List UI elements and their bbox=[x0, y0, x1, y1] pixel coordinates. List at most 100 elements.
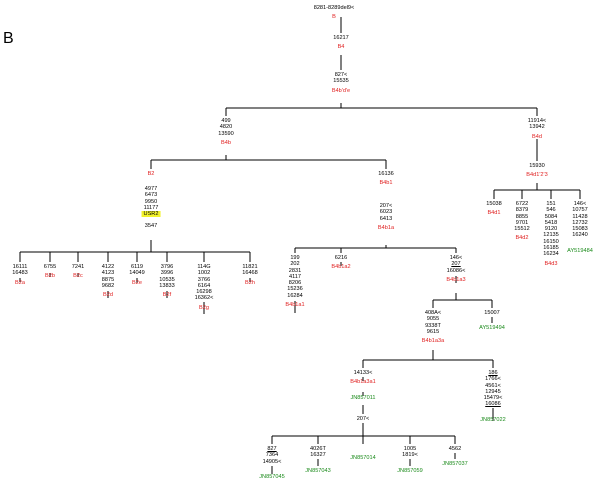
haplogroup-label: B4b1a3 bbox=[446, 276, 466, 283]
mutation-label: 11914< bbox=[527, 118, 547, 124]
accession-label: JN857011 bbox=[350, 394, 376, 401]
mutation-label: 207 bbox=[451, 261, 461, 268]
mutation-label: 13833 bbox=[159, 282, 175, 289]
mutation-label: 15083 bbox=[572, 226, 588, 233]
mutation-label: 15007 bbox=[484, 310, 500, 316]
accession-label: JN857043 bbox=[305, 467, 331, 474]
mutation-label: 4117 bbox=[288, 273, 302, 280]
mutation-label: 16185 bbox=[543, 245, 559, 252]
mutation-label: 11821 bbox=[242, 264, 258, 270]
accession-label: JN857059 bbox=[397, 467, 423, 474]
tree-node-b2: B2 bbox=[148, 171, 155, 177]
mutation-label: 10535 bbox=[159, 276, 175, 283]
mutation-label: 11428 bbox=[572, 213, 588, 220]
mutation-label: 546 bbox=[546, 207, 556, 214]
haplogroup-label: B4b1a3a1 bbox=[350, 379, 376, 386]
mutation-label: 4820 bbox=[219, 124, 233, 131]
mutation-label: 5084 bbox=[544, 213, 558, 220]
mutation-label: 4122 bbox=[101, 264, 115, 270]
mutation-label: 16086 bbox=[485, 401, 501, 408]
mutation-label: 4026T bbox=[310, 446, 326, 452]
mutation-label: 15479< bbox=[483, 395, 503, 402]
mutation-label: 8875 bbox=[101, 276, 115, 283]
mutation-label: 13590 bbox=[218, 130, 234, 137]
haplogroup-label: B2f bbox=[162, 292, 172, 299]
mutation-label: 16217 bbox=[333, 35, 349, 41]
haplogroup-label: B2g bbox=[199, 304, 209, 311]
mutation-label: 12732 bbox=[572, 219, 588, 226]
mutation-label: 8379 bbox=[515, 207, 529, 214]
mutation-label: 6023 bbox=[379, 209, 393, 216]
haplogroup-label: B4b1a2 bbox=[331, 264, 351, 271]
mutation-label: 16086< bbox=[446, 267, 466, 274]
haplogroup-label: B2a bbox=[15, 279, 25, 286]
accession-label: JN857045 bbox=[259, 473, 285, 480]
haplogroup-label: B4d1 bbox=[487, 210, 501, 217]
tree-node-jn14: JN857014 bbox=[350, 446, 376, 461]
mutation-label: 11177 bbox=[143, 204, 159, 211]
accession-label: AY519494 bbox=[479, 325, 505, 332]
mutation-label: 16240 bbox=[572, 232, 588, 239]
mutation-label: 3766 bbox=[197, 276, 211, 283]
mutation-label: 1819< bbox=[402, 452, 418, 459]
tree-node-n207: 207< bbox=[357, 416, 370, 422]
mutation-label: 3796 bbox=[160, 264, 174, 270]
accession-label: JN857022 bbox=[480, 416, 506, 423]
mutation-label: 6119 bbox=[130, 264, 144, 270]
mutation-label: 499 bbox=[221, 118, 231, 124]
mutation-label: 16136 bbox=[378, 171, 394, 177]
mutation-label: 146< bbox=[573, 201, 587, 207]
mutation-label: 16483 bbox=[12, 270, 28, 277]
haplogroup-label: B4d bbox=[532, 133, 542, 140]
mutation-label: 16150 bbox=[543, 238, 559, 245]
haplogroup-label: B4d2 bbox=[515, 235, 529, 242]
haplogroup-label: B4d3 bbox=[544, 260, 558, 267]
highlight-label: USR2 bbox=[141, 211, 161, 218]
mutation-label: 15512 bbox=[514, 226, 530, 233]
mutation-label: 12945 bbox=[485, 388, 501, 395]
mutation-label: 8855 bbox=[515, 213, 529, 220]
panel-letter: B bbox=[3, 30, 14, 47]
haplogroup-label: B4b1a bbox=[377, 224, 395, 231]
mutation-label: 4562 bbox=[448, 446, 462, 452]
haplogroup-label: B2d bbox=[103, 292, 113, 299]
mutation-label: 1766< bbox=[485, 376, 501, 383]
tree-node-root: 8281-8289del9< B bbox=[314, 5, 355, 21]
haplogroup-label: B4 bbox=[337, 44, 345, 51]
mutation-label: 146< bbox=[449, 255, 463, 261]
mutation-label: 186 bbox=[488, 370, 498, 376]
mutation-label: 1005 bbox=[403, 446, 417, 452]
haplogroup-label: B bbox=[332, 14, 336, 21]
mutation-label: 3996 bbox=[160, 270, 174, 277]
haplogroup-label: B4b1a3a bbox=[421, 338, 445, 345]
mutation-label: 6755 bbox=[43, 264, 57, 270]
mutation-label: 16234 bbox=[543, 251, 559, 258]
accession-label: JN857037 bbox=[442, 461, 468, 468]
mutation-label: 2831 bbox=[288, 267, 302, 274]
mutation-label: 8281-8289del9< bbox=[313, 5, 355, 11]
mutation-label: 16327 bbox=[310, 452, 326, 459]
haplogroup-label: B4b'd'e bbox=[331, 87, 351, 94]
mutation-label: 9615 bbox=[426, 328, 440, 335]
mutation-label: 1002 bbox=[197, 270, 211, 277]
mutation-label: 207< bbox=[356, 416, 370, 422]
mutation-label: 16362< bbox=[194, 295, 214, 302]
haplogroup-label: B2 bbox=[147, 171, 155, 177]
